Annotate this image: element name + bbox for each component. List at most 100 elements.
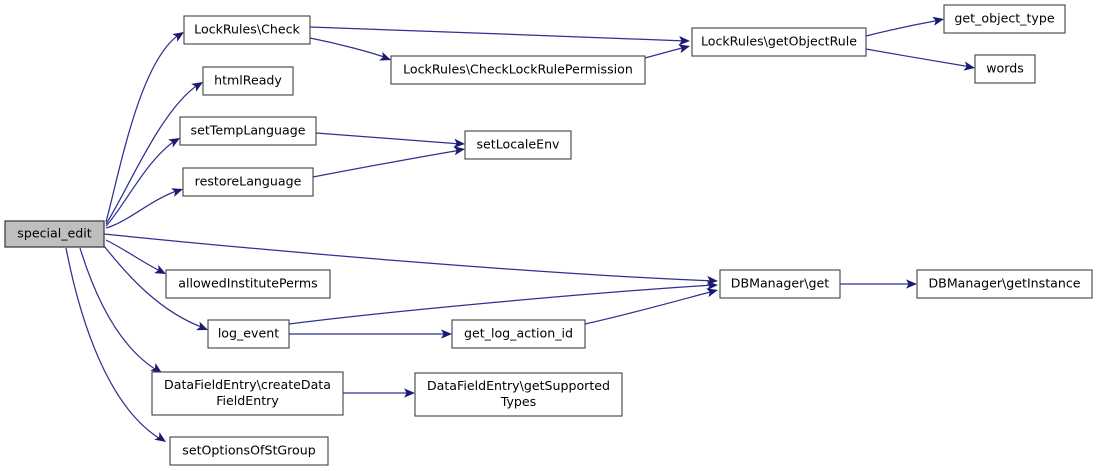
edge-line <box>105 139 177 227</box>
edge-dbmanager_get-to-dbmanager_getinstance <box>840 279 917 289</box>
arrowhead-icon <box>453 146 465 156</box>
node-box[interactable] <box>4 220 105 248</box>
edge-lockrules_check-to-getobjectrule <box>309 26 690 46</box>
edge-line <box>105 33 181 223</box>
node-box[interactable] <box>179 116 317 146</box>
arrowhead-icon <box>150 363 162 373</box>
edge-special_edit-to-lockrules_check <box>105 32 184 223</box>
node-label: LockRules\Check <box>194 22 300 37</box>
edge-line <box>79 247 159 372</box>
edge-line <box>309 26 687 42</box>
edge-line <box>288 284 715 325</box>
arrowhead-icon <box>171 188 183 197</box>
arrowhead-icon <box>706 288 718 298</box>
node-label: allowedInstitutePerms <box>178 276 317 291</box>
node-getobjectrule[interactable]: LockRules\getObjectRule <box>691 27 867 57</box>
node-restorelanguage[interactable]: restoreLanguage <box>182 167 314 197</box>
node-log_event[interactable]: log_event <box>207 319 290 349</box>
arrowhead-icon <box>154 432 166 442</box>
node-get_object_type[interactable]: get_object_type <box>943 4 1066 34</box>
edge-line <box>103 245 205 329</box>
node-special_edit[interactable]: special_edit <box>4 220 105 248</box>
node-box[interactable] <box>464 130 572 160</box>
node-box[interactable] <box>165 269 331 299</box>
edge-log_event-to-dbmanager_get <box>288 280 718 325</box>
edge-settemplanguage-to-setlocaleenv <box>315 132 465 148</box>
node-words[interactable]: words <box>974 54 1036 84</box>
node-box[interactable] <box>451 319 586 349</box>
node-box[interactable] <box>719 269 841 299</box>
arrowhead-icon <box>154 264 166 274</box>
edge-line <box>644 46 687 59</box>
arrowhead-icon <box>906 279 917 289</box>
edge-special_edit-to-restorelanguage <box>105 188 183 229</box>
edge-line <box>309 37 388 59</box>
node-box[interactable] <box>169 436 329 466</box>
node-label: restoreLanguage <box>195 174 302 189</box>
node-box[interactable] <box>414 372 623 417</box>
node-box[interactable] <box>207 319 290 349</box>
node-label: get_object_type <box>954 11 1054 26</box>
node-label: setTempLanguage <box>191 123 306 138</box>
edge-createdatafieldentry-to-getsupportedtypes <box>343 388 415 398</box>
node-checklockrulepermission[interactable]: LockRules\CheckLockRulePermission <box>390 55 646 85</box>
node-box[interactable] <box>151 371 344 416</box>
edge-line <box>105 83 200 225</box>
node-setoptionsofstgroup[interactable]: setOptionsOfStGroup <box>169 436 329 466</box>
arrowhead-icon <box>196 321 208 331</box>
node-htmlready[interactable]: htmlReady <box>202 66 294 96</box>
node-label: Types <box>500 394 537 409</box>
arrowhead-icon <box>932 16 944 26</box>
node-allowedinstituteperms[interactable]: allowedInstitutePerms <box>165 269 331 299</box>
node-box[interactable] <box>943 4 1066 34</box>
node-box[interactable] <box>974 54 1036 84</box>
node-label: DataFieldEntry\getSupported <box>427 378 610 393</box>
edge-get_log_action_id-to-dbmanager_get <box>584 288 718 325</box>
node-label: special_edit <box>17 226 91 241</box>
edge-special_edit-to-htmlready <box>105 82 203 225</box>
node-label: LockRules\getObjectRule <box>701 34 857 49</box>
node-label: LockRules\CheckLockRulePermission <box>403 62 633 77</box>
edge-log_event-to-get_log_action_id <box>289 329 452 339</box>
edges-layer <box>65 16 975 442</box>
node-label: setLocaleEnv <box>476 137 560 152</box>
arrowhead-icon <box>168 138 180 148</box>
edge-special_edit-to-log_event <box>103 245 208 331</box>
node-lockrules_check[interactable]: LockRules\Check <box>183 15 311 45</box>
node-label: DBManager\get <box>731 276 830 291</box>
node-box[interactable] <box>182 167 314 197</box>
edge-restorelanguage-to-setlocaleenv <box>312 146 465 178</box>
edge-special_edit-to-settemplanguage <box>105 138 180 227</box>
node-dbmanager_getinstance[interactable]: DBManager\getInstance <box>916 269 1093 299</box>
node-box[interactable] <box>691 27 867 57</box>
arrowhead-icon <box>453 138 465 148</box>
node-box[interactable] <box>916 269 1093 299</box>
node-label: DBManager\getInstance <box>928 276 1080 291</box>
edge-getobjectrule-to-words <box>865 48 975 71</box>
arrowhead-icon <box>678 44 690 54</box>
edge-line <box>105 239 163 273</box>
node-box[interactable] <box>390 55 646 85</box>
edge-line <box>865 19 941 37</box>
arrowhead-icon <box>441 329 452 339</box>
edge-special_edit-to-setoptionsofstgroup <box>65 247 166 442</box>
node-box[interactable] <box>202 66 294 96</box>
edge-line <box>65 247 163 441</box>
node-label: DataFieldEntry\createData <box>164 377 331 392</box>
arrowhead-icon <box>706 280 718 291</box>
node-label: htmlReady <box>214 73 282 88</box>
node-dbmanager_get[interactable]: DBManager\get <box>719 269 841 299</box>
node-get_log_action_id[interactable]: get_log_action_id <box>451 319 586 349</box>
node-setlocaleenv[interactable]: setLocaleEnv <box>464 130 572 160</box>
edge-line <box>105 189 180 229</box>
node-box[interactable] <box>183 15 311 45</box>
edge-special_edit-to-allowedinstituteperms <box>105 239 166 274</box>
arrowhead-icon <box>191 82 203 92</box>
node-settemplanguage[interactable]: setTempLanguage <box>179 116 317 146</box>
edge-line <box>103 233 715 282</box>
arrowhead-icon <box>404 388 415 398</box>
